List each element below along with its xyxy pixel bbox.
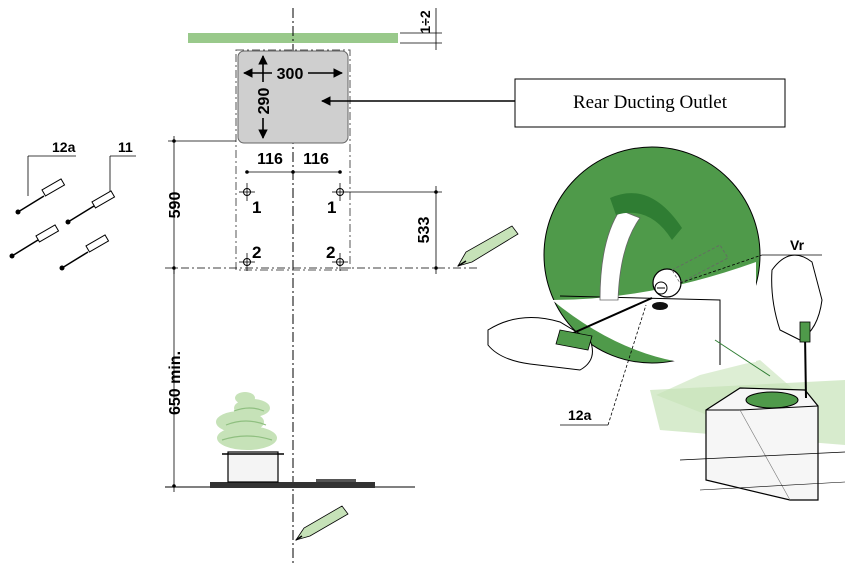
spacing-right-label: 116 [303, 151, 329, 168]
detail-vr-label: Vr [790, 237, 805, 253]
rear-outlet-box [237, 50, 349, 144]
hole-marker-upper-right [332, 183, 348, 201]
cooking-pot [227, 451, 279, 483]
callout-box [514, 78, 786, 128]
spacing-left-label: 116 [257, 151, 283, 168]
hand-right-icon [771, 254, 823, 399]
pencil-icon-bottom [295, 505, 349, 541]
hand-screwdriver-icon [487, 297, 653, 371]
clearance-label: 650 min. [167, 351, 184, 415]
hole-label-lower-left: 2 [252, 243, 261, 262]
callout-text: Rear Ducting Outlet [573, 92, 728, 113]
hood-body-icon [679, 387, 845, 501]
ceiling-bar [188, 33, 398, 43]
hood-outline [235, 49, 351, 271]
hole-label-upper-left: 1 [252, 198, 261, 217]
fixing-plug-label: 11 [118, 139, 133, 155]
hob [210, 482, 375, 488]
hole-marker-lower-left [239, 253, 255, 271]
steam-cloud [216, 392, 277, 450]
gap-label: 1÷2 [417, 10, 433, 33]
fixing-screw-label: 12a [52, 139, 76, 155]
hole-marker-upper-left [239, 183, 255, 201]
outlet-width-label: 300 [277, 66, 304, 83]
hood-height-label: 590 [167, 192, 184, 219]
hole-marker-lower-right [332, 253, 348, 271]
wall-screw-icon-2 [9, 224, 60, 259]
hole-label-lower-right: 2 [326, 243, 335, 262]
hole-label-upper-right: 1 [327, 198, 336, 217]
wall-screw-icon [15, 178, 66, 215]
detail-screw-label: 12a [568, 407, 592, 423]
wall-plug-icon-2 [59, 234, 110, 271]
outlet-height-label: 290 [256, 88, 273, 115]
wall-plug-icon [65, 190, 116, 225]
pencil-icon-right [457, 225, 519, 267]
hole-depth-label: 533 [416, 217, 433, 244]
